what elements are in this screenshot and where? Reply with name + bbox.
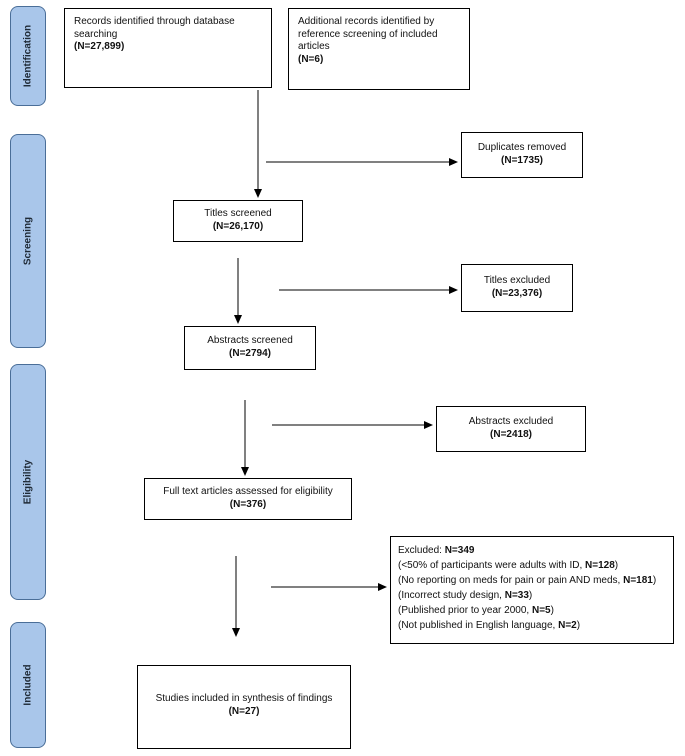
excluded-reason: (<50% of participants were adults with I… <box>398 560 619 571</box>
box-text: Full text articles assessed for eligibil… <box>163 486 333 497</box>
records-reference-box: Additional records identified by referen… <box>288 8 470 90</box>
box-count: (N=376) <box>229 498 267 510</box>
fulltext-assessed-box: Full text articles assessed for eligibil… <box>144 478 352 520</box>
box-count: (N=1735) <box>501 154 543 166</box>
box-count: (N=6) <box>298 53 324 65</box>
phase-included: Included <box>10 622 46 748</box>
box-text: Titles screened <box>204 208 272 219</box>
phase-screening: Screening <box>10 134 46 348</box>
box-text: Abstracts excluded <box>468 416 554 427</box>
box-count: (N=26,170) <box>212 220 264 232</box>
titles-excluded-box: Titles excluded (N=23,376) <box>461 264 573 312</box>
excluded-reason: (Incorrect study design, N=33) <box>398 590 533 601</box>
excluded-reason: (No reporting on meds for pain or pain A… <box>398 575 657 586</box>
box-text: Abstracts screened <box>207 335 293 346</box>
box-text: Additional records identified by referen… <box>298 16 438 52</box>
excluded-reasons-box: Excluded: N=349 (<50% of participants we… <box>390 536 674 644</box>
box-count: (N=2418) <box>490 428 532 440</box>
box-text: Titles excluded <box>483 275 551 286</box>
phase-identification: Identification <box>10 6 46 106</box>
phase-eligibility: Eligibility <box>10 364 46 600</box>
titles-screened-box: Titles screened (N=26,170) <box>173 200 303 242</box>
box-count: (N=27,899) <box>74 41 125 52</box>
abstracts-screened-box: Abstracts screened (N=2794) <box>184 326 316 370</box>
records-database-box: Records identified through database sear… <box>64 8 272 88</box>
excluded-header: Excluded: N=349 <box>398 545 475 556</box>
box-count: (N=27) <box>228 705 260 717</box>
box-text: Studies included in synthesis of finding… <box>155 693 333 704</box>
box-count: (N=2794) <box>229 347 271 359</box>
studies-included-box: Studies included in synthesis of finding… <box>137 665 351 749</box>
box-text: Records identified through database sear… <box>74 16 235 40</box>
abstracts-excluded-box: Abstracts excluded (N=2418) <box>436 406 586 452</box>
box-text: Duplicates removed <box>477 142 567 153</box>
duplicates-removed-box: Duplicates removed (N=1735) <box>461 132 583 178</box>
excluded-reason: (Published prior to year 2000, N=5) <box>398 605 554 616</box>
excluded-reason: (Not published in English language, N=2) <box>398 620 581 631</box>
box-count: (N=23,376) <box>491 287 543 299</box>
